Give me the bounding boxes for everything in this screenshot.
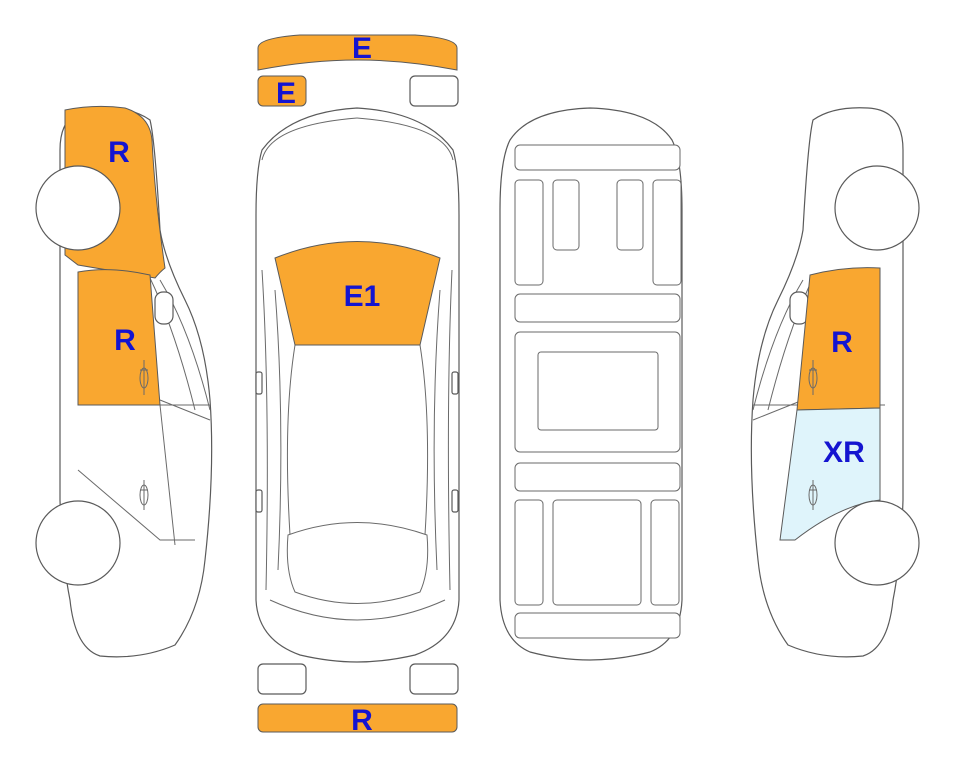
car-top-rear-window: [286, 522, 429, 604]
car-top-trunk-line: [269, 599, 446, 621]
right-side-handle-lower-ring: [808, 484, 818, 506]
underbody-back-bar: [514, 612, 681, 639]
right-side-front-wheel[interactable]: [834, 165, 920, 251]
left-headlight-shape: [257, 75, 307, 107]
right-side-handles: [808, 360, 818, 510]
windshield-shape: [274, 241, 441, 346]
left-side-lower-door: [77, 469, 195, 541]
left-rear-door-shape: [77, 269, 161, 406]
underbody-rear-center: [552, 499, 642, 606]
left-taillight[interactable]: [257, 663, 307, 695]
rear-bumper-shape: [257, 703, 458, 733]
right-rear-door-shape: [779, 407, 881, 541]
left-side-front-door-edge: [159, 404, 176, 546]
right-rear-door-group[interactable]: XR: [779, 407, 881, 541]
right-side-window-line-2: [767, 277, 814, 411]
underbody-front-bar: [514, 144, 681, 171]
rear-bumper-label: R: [351, 704, 373, 737]
underbody-center-panel: [537, 351, 659, 431]
car-top-view: [255, 107, 460, 663]
left-side-belt-line-2: [159, 399, 211, 421]
left-side-mirror: [154, 291, 174, 325]
front-bumper-label: E: [352, 32, 372, 65]
car-top-hood-line-left: [261, 117, 358, 161]
car-underbody-view: [499, 107, 683, 661]
car-top-right-handle: [451, 489, 459, 513]
front-bumper-shape: [257, 34, 458, 71]
underbody-mid-bar: [514, 293, 681, 323]
left-side-handle-upper-ring: [139, 367, 149, 389]
underbody-front-mid-right: [616, 179, 644, 251]
underbody-front-left: [514, 179, 544, 286]
underbody-front-mid-left: [552, 179, 580, 251]
left-headlight-group[interactable]: E: [257, 75, 307, 110]
rear-bumper-group[interactable]: R: [257, 703, 458, 737]
right-side-handle-upper-ring: [808, 367, 818, 389]
underbody-rear-left: [514, 499, 544, 606]
left-side-handles: [139, 360, 149, 510]
left-rear-door-label: R: [114, 324, 136, 357]
right-taillight[interactable]: [409, 663, 459, 695]
underbody-front-right: [652, 179, 682, 286]
car-top-right-mirror: [451, 371, 459, 395]
windshield-label: E1: [344, 280, 381, 313]
right-rear-door-window-shape: [796, 267, 881, 411]
car-top-hood-line-right: [356, 117, 454, 161]
underbody-rear-right: [650, 499, 680, 606]
right-rear-door-window-group[interactable]: R: [796, 267, 881, 411]
left-rear-door-group[interactable]: R: [77, 269, 161, 406]
right-headlight[interactable]: [409, 75, 459, 107]
underbody-rear-bar: [514, 462, 681, 492]
car-top-right-side-line: [447, 269, 453, 591]
windshield-group[interactable]: E1: [274, 241, 441, 346]
left-side-window-line-2: [149, 277, 196, 411]
car-top-left-mirror: [255, 371, 263, 395]
car-top-left-inner-line: [274, 289, 282, 571]
right-rear-door-label: XR: [823, 436, 865, 469]
right-rear-door-window-label: R: [831, 326, 853, 359]
right-side-rear-wheel[interactable]: [834, 500, 920, 586]
car-top-left-side-line: [261, 269, 268, 591]
left-headlight-label: E: [276, 77, 296, 110]
front-bumper-group[interactable]: E: [257, 32, 458, 71]
left-side-handle-lower-ring: [139, 484, 149, 506]
car-top-right-inner-line: [433, 289, 441, 571]
left-rear-fender-label: R: [108, 136, 130, 169]
left-side-front-wheel[interactable]: [35, 165, 121, 251]
car-top-left-handle: [255, 489, 263, 513]
car-top-roof: [286, 344, 429, 536]
left-side-rear-wheel[interactable]: [35, 500, 121, 586]
